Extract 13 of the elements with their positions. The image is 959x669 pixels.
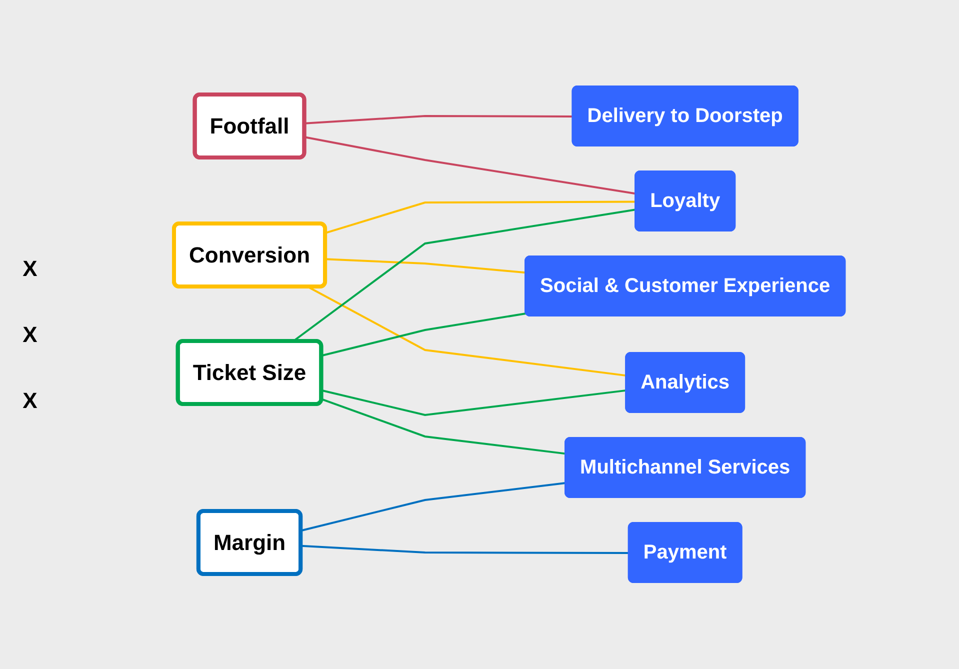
connector: [304, 136, 636, 195]
connector: [300, 545, 629, 554]
connector: [321, 312, 526, 357]
multiply-sign: X: [22, 322, 38, 348]
connector: [308, 286, 626, 377]
connector: [325, 201, 636, 234]
connector: [321, 390, 626, 416]
connector: [321, 398, 566, 455]
multiply-sign: X: [22, 388, 38, 414]
connector: [325, 258, 526, 274]
multiply-sign: X: [22, 256, 38, 282]
connector: [304, 115, 573, 125]
connector: [300, 482, 566, 532]
